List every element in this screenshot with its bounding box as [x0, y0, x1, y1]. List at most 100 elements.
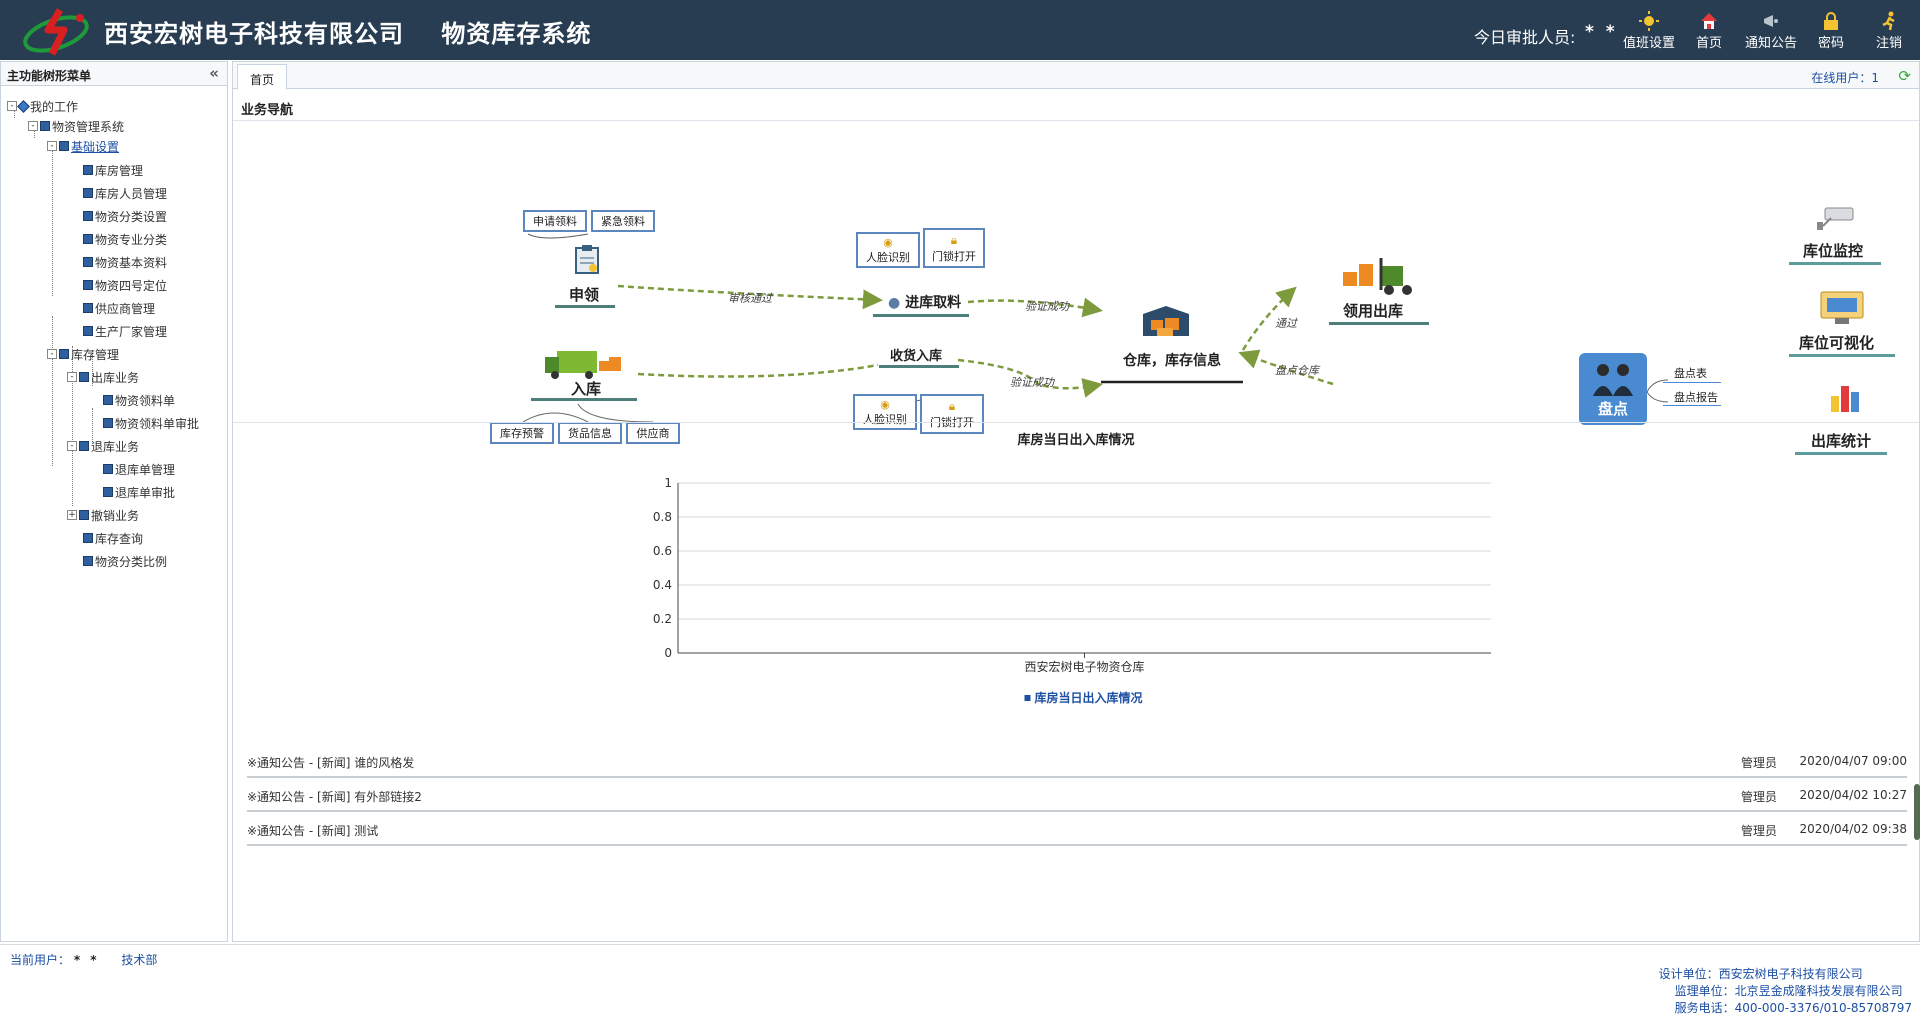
sun-icon [1639, 10, 1659, 32]
logout-button[interactable]: 注销 [1876, 10, 1902, 51]
tree-node-manufacturer-mgmt[interactable]: 生产厂家管理 [83, 321, 167, 341]
tree-node-label: 撤销业务 [91, 508, 140, 523]
tree-node-label: 生产厂家管理 [95, 324, 168, 339]
collapse-toggle[interactable]: - [47, 349, 57, 359]
tree-node-requisition-approval[interactable]: 物资领料单审批 [103, 413, 199, 433]
lock-icon: 🔒︎ [950, 232, 958, 247]
tree-node-inventory-mgmt[interactable]: - 库存管理 [47, 344, 119, 364]
page-icon [83, 257, 93, 267]
apply-node[interactable]: 申领 [569, 286, 600, 304]
tree-connector [72, 346, 73, 506]
face-recognition-label: 人脸识别 [866, 250, 910, 264]
collapse-toggle[interactable]: - [47, 141, 57, 151]
location-visual-node[interactable]: 库位可视化 [1799, 334, 1875, 352]
tree-node-outbound-business[interactable]: - 出库业务 [67, 367, 139, 387]
tree-node-label: 退库单管理 [115, 462, 176, 477]
company-info: 设计单位：西安宏树电子科技有限公司 监理单位：北京昱金成隆科技发展有限公司 服务… [1643, 951, 1912, 1030]
location-monitor-node[interactable]: 库位监控 [1803, 242, 1864, 260]
tree-node-warehouse-staff[interactable]: 库房人员管理 [83, 183, 167, 203]
tree-node-material-location[interactable]: 物资四号定位 [83, 275, 167, 295]
stock-warning-button[interactable]: 库存预警 [490, 422, 554, 444]
status-footer: 当前用户： * * 技术部 设计单位：西安宏树电子科技有限公司 监理单位：北京昱… [0, 944, 1920, 1015]
tree-node-label: 物资专业分类 [95, 232, 168, 247]
megaphone-icon [1761, 10, 1781, 32]
tree-node-label: 库存查询 [95, 531, 144, 546]
flow-connectors [522, 233, 1669, 422]
tree-node-material-specialty[interactable]: 物资专业分类 [83, 229, 167, 249]
apply-material-button[interactable]: 申请领料 [523, 210, 587, 232]
chart-title: 库房当日出入库情况 [1017, 433, 1135, 448]
password-button[interactable]: 密码 [1818, 10, 1844, 51]
notice-title[interactable]: ※通知公告 - [新闻] 测试 [247, 824, 379, 838]
tree-connector [34, 128, 35, 138]
clipboard-icon [575, 245, 599, 274]
tree-node-supplier-mgmt[interactable]: 供应商管理 [83, 298, 155, 318]
notice-title[interactable]: ※通知公告 - [新闻] 谁的风格发 [247, 756, 415, 770]
tree-node-label: 我的工作 [30, 99, 79, 114]
home-button[interactable]: 首页 [1696, 10, 1722, 51]
divider [233, 120, 1919, 121]
collapse-toggle[interactable]: - [67, 372, 77, 382]
page-icon [103, 487, 113, 497]
tree-node-my-work[interactable]: - 我的工作 [7, 96, 78, 116]
refresh-icon[interactable]: ⟳ [1898, 67, 1911, 85]
inventory-report-link[interactable]: 盘点报告 [1674, 391, 1718, 404]
page-icon [83, 280, 93, 290]
collapse-sidebar-button[interactable]: « [209, 64, 219, 82]
list-item[interactable]: ※通知公告 - [新闻] 有外部链接2 管理员 2020/04/02 10:27 [247, 778, 1907, 812]
side-scroll-handle[interactable] [1914, 784, 1920, 840]
door-open-button[interactable]: 🔒︎门锁打开 [923, 228, 985, 268]
page-icon [103, 464, 113, 474]
tree-node-requisition[interactable]: 物资领料单 [103, 390, 175, 410]
tree-node-inventory-query[interactable]: 库存查询 [83, 528, 143, 548]
inventory-check-node[interactable]: 盘点 [1579, 353, 1647, 425]
notice-title[interactable]: ※通知公告 - [新闻] 有外部链接2 [247, 790, 422, 804]
door-open-button-2[interactable]: 🔒︎门锁打开 [920, 394, 984, 434]
sidebar-header: 主功能树形菜单 « [1, 62, 227, 86]
notice-button[interactable]: 通知公告 [1745, 10, 1797, 51]
door-open-content: 🔒︎门锁打开 [932, 233, 976, 264]
warehouse-node[interactable]: 仓库，库存信息 [1123, 353, 1221, 369]
verify-ok-label: 验证成功 [1025, 300, 1069, 313]
face-recognition-button[interactable]: ◉人脸识别 [856, 232, 920, 268]
current-user-label: 当前用户： [10, 953, 71, 967]
warehouse-icon [1143, 306, 1189, 336]
tree-node-label: 库房管理 [95, 163, 144, 178]
tree-node-basic-settings[interactable]: - 基础设置 [47, 136, 119, 156]
collapse-toggle[interactable]: - [7, 101, 17, 111]
company-logo-icon [23, 8, 89, 56]
tab-home[interactable]: 首页 [237, 64, 288, 90]
page-icon [103, 418, 113, 428]
collapse-toggle[interactable]: - [28, 121, 38, 131]
item-underline [1663, 382, 1721, 383]
tree-node-cancel-business[interactable]: + 撤销业务 [67, 505, 139, 525]
collapse-toggle[interactable]: - [67, 441, 77, 451]
folder-icon [40, 121, 50, 131]
goods-info-button[interactable]: 货品信息 [558, 422, 622, 444]
duty-settings-button[interactable]: 值班设置 [1623, 10, 1675, 51]
list-item[interactable]: ※通知公告 - [新闻] 谁的风格发 管理员 2020/04/07 09:00 [247, 744, 1907, 778]
tree-node-material-category[interactable]: 物资分类设置 [83, 206, 167, 226]
outbound-node[interactable]: 领用出库 [1343, 302, 1404, 320]
outbound-stats-node[interactable]: 出库统计 [1811, 432, 1872, 450]
tree-node-label: 物资领料单审批 [115, 416, 200, 431]
tree-node-warehouse-mgmt[interactable]: 库房管理 [83, 160, 143, 180]
tree-node-return-business[interactable]: - 退库业务 [67, 436, 139, 456]
y-tick-label: 0.4 [653, 578, 672, 592]
tree-node-return-mgmt[interactable]: 退库单管理 [103, 459, 175, 479]
inventory-table-link[interactable]: 盘点表 [1674, 367, 1707, 380]
expand-toggle[interactable]: + [67, 510, 77, 520]
tree-node-label: 物资基本资料 [95, 255, 168, 270]
legend-label: 库房当日出入库情况 [1035, 690, 1143, 705]
receive-node[interactable]: 收货入库 [890, 349, 943, 364]
enter-take-node[interactable]: ● 进库取料 [888, 292, 961, 312]
tree-node-material-system[interactable]: - 物资管理系统 [28, 116, 124, 136]
list-item[interactable]: ※通知公告 - [新闻] 测试 管理员 2020/04/02 09:38 [247, 812, 1907, 846]
supplier-button[interactable]: 供应商 [626, 422, 680, 444]
tree-node-category-ratio[interactable]: 物资分类比例 [83, 551, 167, 571]
tree-node-material-basic[interactable]: 物资基本资料 [83, 252, 167, 272]
urgent-material-button[interactable]: 紧急领料 [591, 210, 655, 232]
tree-node-return-approval[interactable]: 退库单审批 [103, 482, 175, 502]
inbound-node[interactable]: 入库 [571, 380, 602, 398]
page-icon [83, 234, 93, 244]
